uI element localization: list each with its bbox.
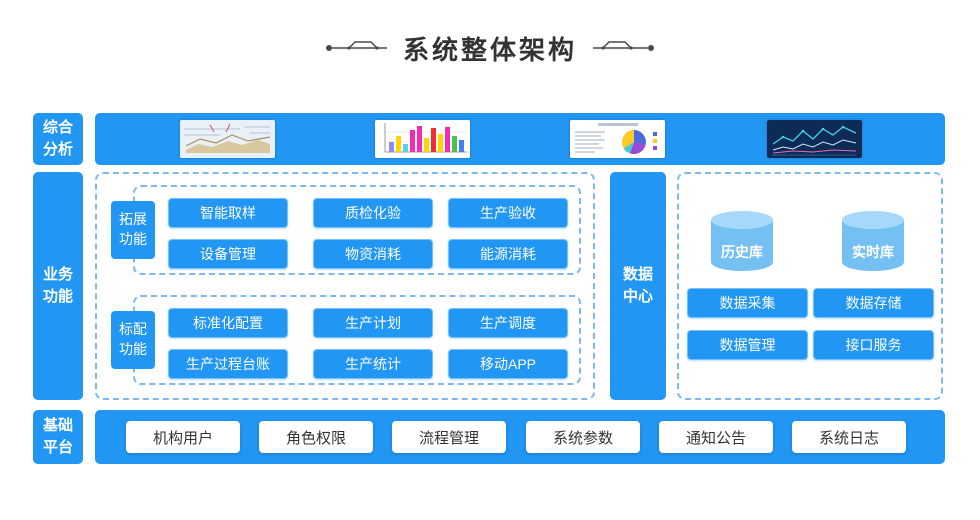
- section-label-platform: 基础平台: [33, 410, 83, 464]
- cad-drawing-thumbnail: [180, 120, 275, 158]
- bar-chart-icon: [375, 120, 470, 158]
- module-org-users: 机构用户: [126, 421, 240, 453]
- page-title: 系统整体架构: [402, 34, 577, 65]
- realtime-database-cylinder: 实时库: [838, 208, 908, 274]
- section-label-business-text: 业务功能: [42, 266, 73, 305]
- database-icon: [842, 211, 904, 271]
- business-modules-container: [95, 172, 595, 400]
- module-production-dispatch: 生产调度: [448, 308, 568, 338]
- data-center-label-text: 数据中心: [622, 266, 653, 305]
- section-label-platform-text: 基础平台: [42, 417, 73, 456]
- module-production-acceptance: 生产验收: [448, 198, 568, 228]
- history-database-label: 历史库: [721, 244, 763, 260]
- module-intelligent-sampling: 智能取样: [168, 198, 288, 228]
- section-label-analysis: 综合分析: [33, 113, 83, 165]
- section-label-analysis-text: 综合分析: [42, 119, 73, 158]
- module-energy-consumption: 能源消耗: [448, 239, 568, 269]
- module-production-plan: 生产计划: [313, 308, 433, 338]
- module-standard-config: 标准化配置: [168, 308, 288, 338]
- standard-functions-label: 标配功能: [111, 311, 155, 369]
- module-equipment-management: 设备管理: [168, 239, 288, 269]
- standard-functions-label-text: 标配功能: [119, 321, 147, 357]
- pie-report-thumbnail: [570, 120, 665, 158]
- line-chart-icon: [767, 120, 862, 158]
- module-system-log: 系统日志: [792, 421, 906, 453]
- pie-chart-icon: [570, 120, 665, 158]
- cad-drawing-icon: [180, 120, 275, 158]
- module-process-management: 流程管理: [392, 421, 506, 453]
- module-system-params: 系统参数: [526, 421, 640, 453]
- bar-chart-thumbnail: [375, 120, 470, 158]
- data-center-pillar: 数据中心: [610, 172, 666, 400]
- module-production-statistics: 生产统计: [313, 349, 433, 379]
- extended-functions-label: 拓展功能: [111, 201, 155, 259]
- realtime-database-label: 实时库: [852, 244, 894, 260]
- data-group-container: [677, 172, 943, 400]
- dark-line-chart-thumbnail: [767, 120, 862, 158]
- module-data-storage: 数据存储: [813, 288, 934, 318]
- title-decoration-left-icon: [325, 41, 387, 51]
- section-label-business: 业务功能: [33, 172, 83, 400]
- title-decoration-right-icon: [593, 41, 654, 51]
- database-icon: [711, 211, 773, 271]
- module-material-consumption: 物资消耗: [313, 239, 433, 269]
- title-row: 系统整体架构: [0, 30, 980, 66]
- extended-functions-label-text: 拓展功能: [119, 211, 147, 247]
- module-interface-service: 接口服务: [813, 330, 934, 360]
- module-production-ledger: 生产过程台账: [168, 349, 288, 379]
- module-data-management: 数据管理: [687, 330, 808, 360]
- module-role-permission: 角色权限: [259, 421, 373, 453]
- history-database-cylinder: 历史库: [707, 208, 777, 274]
- module-quality-inspection: 质检化验: [313, 198, 433, 228]
- module-data-collection: 数据采集: [687, 288, 808, 318]
- module-notice: 通知公告: [659, 421, 773, 453]
- module-mobile-app: 移动APP: [448, 349, 568, 379]
